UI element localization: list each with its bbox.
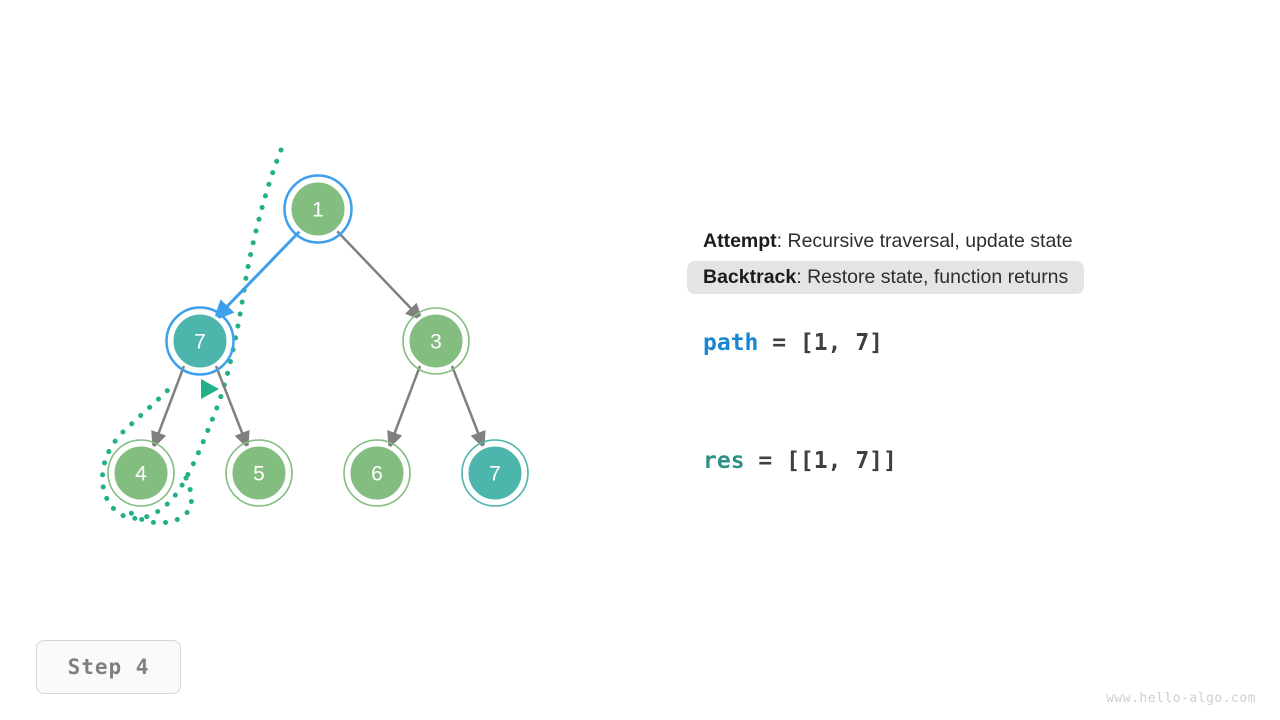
tree-node-3[interactable]: 3 — [402, 307, 470, 375]
step-badge-label: Step 4 — [67, 655, 150, 679]
tree-node-label: 6 — [371, 463, 383, 486]
watermark: www.hello-algo.com — [1106, 691, 1256, 706]
attempt-description: Attempt: Recursive traversal, update sta… — [687, 225, 1089, 257]
edge-7-to-5 — [214, 365, 250, 450]
backtrack-text: : Restore state, function returns — [796, 266, 1069, 289]
tree-node-label: 1 — [312, 199, 324, 222]
tree-node-4[interactable]: 4 — [107, 439, 175, 507]
tree-node-7-left[interactable]: 7 — [165, 306, 235, 376]
backtrack-label: Backtrack — [703, 266, 797, 289]
traversal-dotted-path — [99, 147, 284, 526]
backtrack-description: Backtrack: Restore state, function retur… — [687, 261, 1085, 294]
binary-tree-diagram: 1 7 3 4 5 6 7 — [99, 147, 529, 526]
res-variable-name: res — [703, 448, 745, 474]
path-variable-value: = [1, 7] — [758, 330, 884, 356]
tree-node-label: 5 — [253, 463, 265, 486]
path-state-line: path = [1, 7] — [687, 330, 883, 356]
path-variable-name: path — [703, 330, 759, 356]
edge-1-to-7 — [212, 229, 302, 322]
edge-3-to-7 — [450, 365, 486, 450]
tree-node-6[interactable]: 6 — [343, 439, 411, 507]
edge-7-to-4 — [151, 365, 186, 450]
tree-node-5[interactable]: 5 — [225, 439, 293, 507]
edge-3-to-6 — [387, 365, 422, 450]
attempt-text: : Recursive traversal, update state — [776, 230, 1073, 252]
edge-1-to-3 — [336, 230, 423, 321]
tree-node-1[interactable]: 1 — [283, 174, 353, 244]
watermark-text: www.hello-algo.com — [1106, 691, 1256, 706]
explanation-panel: Attempt: Recursive traversal, update sta… — [687, 225, 1207, 298]
res-variable-value: = [[1, 7]] — [744, 448, 897, 474]
current-position-marker-icon — [201, 379, 219, 399]
tree-node-label: 3 — [430, 331, 442, 354]
tree-node-label: 7 — [489, 463, 501, 486]
tree-node-7-right[interactable]: 7 — [461, 439, 529, 507]
res-state-line: res = [[1, 7]] — [687, 448, 897, 474]
tree-node-label: 7 — [194, 331, 206, 354]
step-badge: Step 4 — [36, 640, 181, 694]
attempt-label: Attempt — [703, 230, 777, 252]
tree-node-label: 4 — [135, 463, 147, 486]
tree-edges — [151, 229, 486, 450]
